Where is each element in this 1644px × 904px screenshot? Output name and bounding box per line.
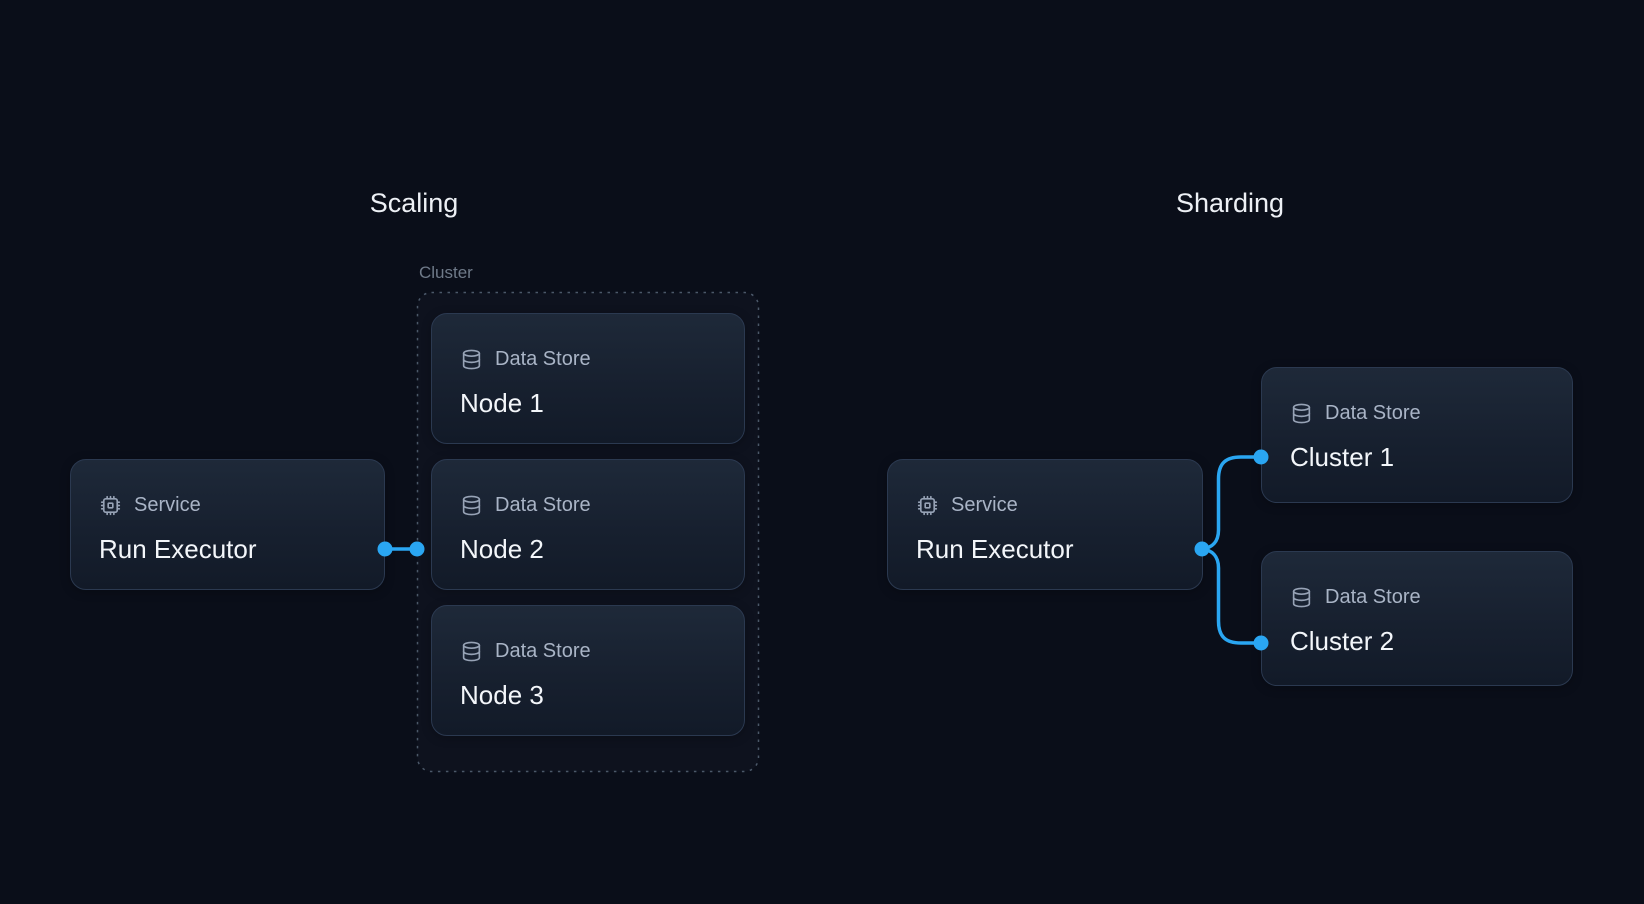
node-type-row: Data Store: [1290, 401, 1552, 425]
node-type-row: Service: [99, 493, 364, 517]
node-type-label: Service: [951, 494, 1018, 516]
node-data-store-node-3[interactable]: Data Store Node 3: [431, 605, 745, 736]
connection-handle[interactable]: [1194, 541, 1210, 557]
connection-handle[interactable]: [409, 541, 425, 557]
database-icon: [1292, 587, 1311, 607]
edge-service-to-cluster-1: [1200, 455, 1263, 551]
node-type-row: Data Store: [460, 639, 724, 663]
connection-handle[interactable]: [1253, 635, 1269, 651]
database-icon: [462, 349, 481, 369]
node-type-row: Service: [916, 493, 1182, 517]
section-title-sharding: Sharding: [1175, 188, 1285, 218]
cluster-group-label: Cluster: [419, 263, 473, 282]
node-type-label: Data Store: [1325, 402, 1421, 424]
node-name-label: Cluster 1: [1290, 442, 1395, 472]
node-type-label: Data Store: [495, 494, 591, 516]
node-name-label: Node 3: [460, 680, 544, 710]
node-name-label: Run Executor: [99, 534, 257, 564]
node-type-row: Data Store: [1290, 585, 1552, 609]
node-type-row: Data Store: [460, 493, 724, 517]
database-icon: [462, 495, 481, 515]
node-data-store-node-1[interactable]: Data Store Node 1: [431, 313, 745, 444]
cpu-icon: [100, 495, 121, 515]
edge-service-to-cluster-2: [1200, 547, 1263, 645]
node-service-run-executor-scaling[interactable]: Service Run Executor: [70, 459, 385, 590]
node-type-label: Service: [134, 494, 201, 516]
node-name-label: Node 2: [460, 534, 544, 564]
node-type-label: Data Store: [495, 348, 591, 370]
cpu-icon: [917, 495, 938, 515]
node-data-store-cluster-1[interactable]: Data Store Cluster 1: [1261, 367, 1573, 503]
node-name-label: Cluster 2: [1290, 626, 1395, 656]
node-name-label: Node 1: [460, 388, 544, 418]
node-type-row: Data Store: [460, 347, 724, 371]
section-title-scaling: Scaling: [369, 188, 459, 218]
cluster-group-box: [416, 291, 760, 773]
connection-handle[interactable]: [1253, 449, 1269, 465]
connection-handle[interactable]: [377, 541, 393, 557]
node-service-run-executor-sharding[interactable]: Service Run Executor: [887, 459, 1203, 590]
node-type-label: Data Store: [495, 640, 591, 662]
node-type-label: Data Store: [1325, 586, 1421, 608]
node-data-store-cluster-2[interactable]: Data Store Cluster 2: [1261, 551, 1573, 686]
database-icon: [1292, 403, 1311, 423]
node-name-label: Run Executor: [916, 534, 1074, 564]
database-icon: [462, 641, 481, 661]
node-data-store-node-2[interactable]: Data Store Node 2: [431, 459, 745, 590]
